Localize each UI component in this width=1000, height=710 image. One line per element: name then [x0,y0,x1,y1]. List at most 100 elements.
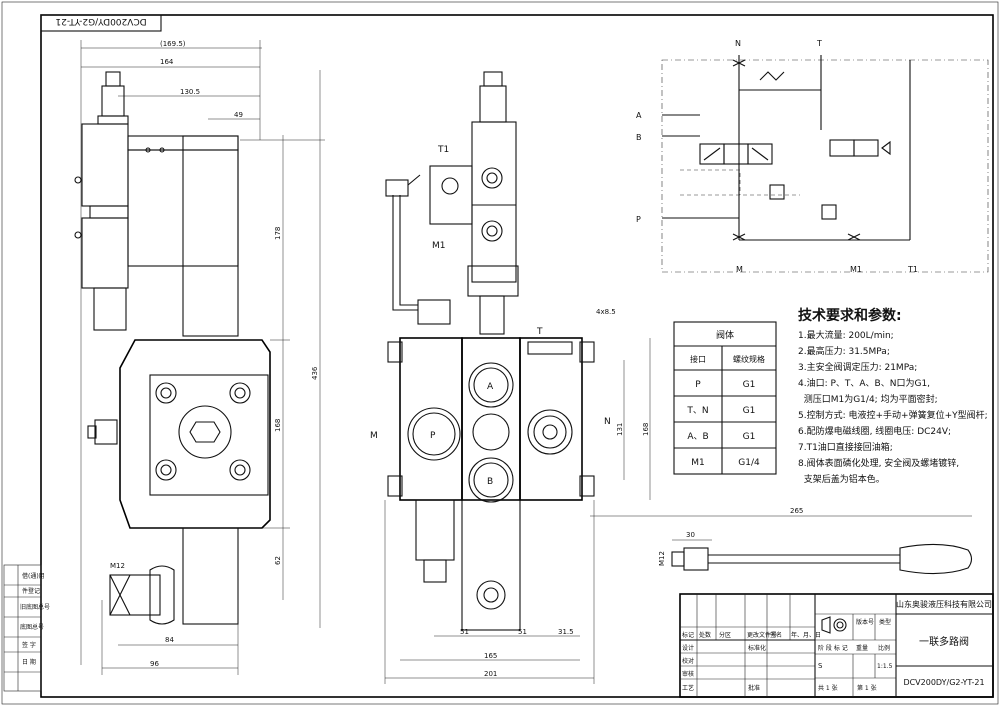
port-label-t1: T1 [437,145,449,155]
strip-label-4: 签 字 [22,641,36,649]
strip-label-0: 借(通)用 [22,572,45,580]
tech-line-6: 6.配防爆电磁线圈, 线圈电压: DC24V; [798,425,951,437]
tb-label-approve: 批准 [748,684,760,692]
tb-label-mark: 标记 [682,631,694,639]
tb-label-standard: 标准化 [748,644,766,652]
sch-label-n: N [735,39,741,48]
left-registry-strip: 借(通)用 件登记 旧底图总号 底图总号 签 字 日 期 [3,564,50,692]
port-table-header-port: 接口 [690,354,706,364]
tech-line-5: 5.控制方式: 电液控+手动+弹簧复位+Y型阀杆; [798,409,988,421]
tb-sheet-no: 第 1 张 [857,684,877,692]
tech-line-1: 2.最高压力: 31.5MPa; [798,345,890,357]
dim-169-5: (169.5) [160,40,186,48]
dim-m12-side: M12 [110,562,125,570]
strip-label-3: 底图总号 [20,623,44,631]
tech-line-2: 3.主安全阀调定压力: 21MPa; [798,361,917,373]
sch-label-m: M [736,265,743,274]
sch-label-a: A [636,111,642,120]
hydraulic-schematic: N T A B P M M1 T1 [636,39,989,274]
port-table-header-thread: 螺纹规格 [733,354,765,364]
port-label-p: P [430,431,436,441]
rotated-code-box [40,14,162,32]
dim-130-5: 130.5 [180,88,200,96]
tech-title: 技术要求和参数: [798,307,902,324]
tech-line-8: 8.阀体表面磷化处理, 安全阀及螺堵镀锌, [798,457,959,469]
dim-30: 30 [686,531,695,539]
tb-label-check: 校对 [682,657,694,665]
dim-131: 131 [616,423,624,436]
dim-436: 436 [311,366,319,380]
dim-165: 165 [484,652,497,660]
company-name: 山东奥骏液压科技有限公司 [896,599,992,609]
dim-168-side: 168 [274,419,282,432]
tb-label-date: 年、月、日 [791,631,821,639]
tb-sheets-total: 共 1 张 [818,684,838,692]
sch-label-p: P [636,215,641,224]
side-view: (169.5) 164 130.5 49 178 436 168 62 [74,40,325,675]
tb-label-s: S [818,662,823,670]
title-block: 山东奥骏液压科技有限公司 一联多路阀 DCV200DY/G2-YT-21 标记 … [679,593,994,698]
tech-line-9: 支架后盖为铝本色。 [798,473,885,485]
dim-4x8-5: 4x8.5 [596,308,616,316]
strip-label-1: 件登记 [22,587,40,595]
port-row-3-thread: G1/4 [738,458,760,468]
dim-168-front: 168 [642,423,650,436]
dim-62: 62 [274,556,282,565]
dim-49: 49 [234,111,243,119]
rotated-drawing-code: DCV200DY/G2-YT-21 [55,16,146,26]
sch-label-b: B [636,133,642,142]
dim-96: 96 [150,660,159,668]
port-row-1-port: T、N [686,406,708,416]
tech-line-0: 1.最大流量: 200L/min; [798,329,894,341]
dim-84: 84 [165,636,174,644]
port-row-2-thread: G1 [743,432,756,442]
front-view: T1 M1 P A B T M N 4x8.5 [370,71,972,684]
dim-164: 164 [160,58,174,66]
tb-label-sign: 签名 [770,631,782,639]
dim-265: 265 [790,507,803,515]
strip-label-5: 日 期 [22,658,36,666]
projection-symbol-icon [821,616,847,634]
strip-label-2: 旧底图总号 [20,603,50,611]
tech-line-4: 测压口M1为G1/4; 均为平面密封; [798,393,938,405]
tech-requirements: 技术要求和参数: 1.最大流量: 200L/min; 2.最高压力: 31.5M… [798,307,988,485]
tb-label-design: 设计 [682,644,694,652]
port-label-a: A [487,382,494,392]
tech-line-3: 4.油口: P、T、A、B、N口为G1, [798,377,930,389]
tb-label-process: 工艺 [682,684,694,692]
sch-label-t: T [816,39,822,48]
dim-m12-handle: M12 [658,551,666,566]
drawing-code: DCV200DY/G2-YT-21 [903,678,984,687]
port-label-m: M [370,431,378,441]
port-label-n: N [604,417,611,427]
dim-51-b: 51 [518,628,527,636]
port-row-0-port: P [695,380,701,390]
product-name: 一联多路阀 [919,635,969,648]
tb-label-zone: 分区 [719,631,731,639]
dim-178: 178 [274,227,282,240]
handle-detail: 30 M12 [658,531,973,575]
dim-201: 201 [484,670,497,678]
port-row-0-thread: G1 [743,380,756,390]
tech-line-7: 7.T1油口直接接回油箱; [798,441,893,453]
tb-label-type: 类型 [879,618,891,626]
tb-label-audit: 审核 [682,670,694,678]
port-row-2-port: A、B [687,432,708,442]
tb-label-ratio: 比例 [878,644,890,652]
dim-51-a: 51 [460,628,469,636]
sch-label-t1: T1 [907,265,918,274]
tb-label-weight: 重量 [856,644,868,652]
dim-31-5: 31.5 [558,628,574,636]
port-row-1-thread: G1 [743,406,756,416]
sch-label-m1: M1 [850,265,862,274]
port-label-m1: M1 [432,241,446,251]
port-label-t: T [536,327,543,337]
port-table-title: 阀体 [716,329,734,341]
port-row-3-port: M1 [691,458,705,468]
port-table: 阀体 接口 螺纹规格 P G1 T、N G1 A、B G1 M1 G1/4 [673,321,777,475]
tb-label-project: 版本号 [856,618,874,626]
inner-frame [40,14,994,698]
